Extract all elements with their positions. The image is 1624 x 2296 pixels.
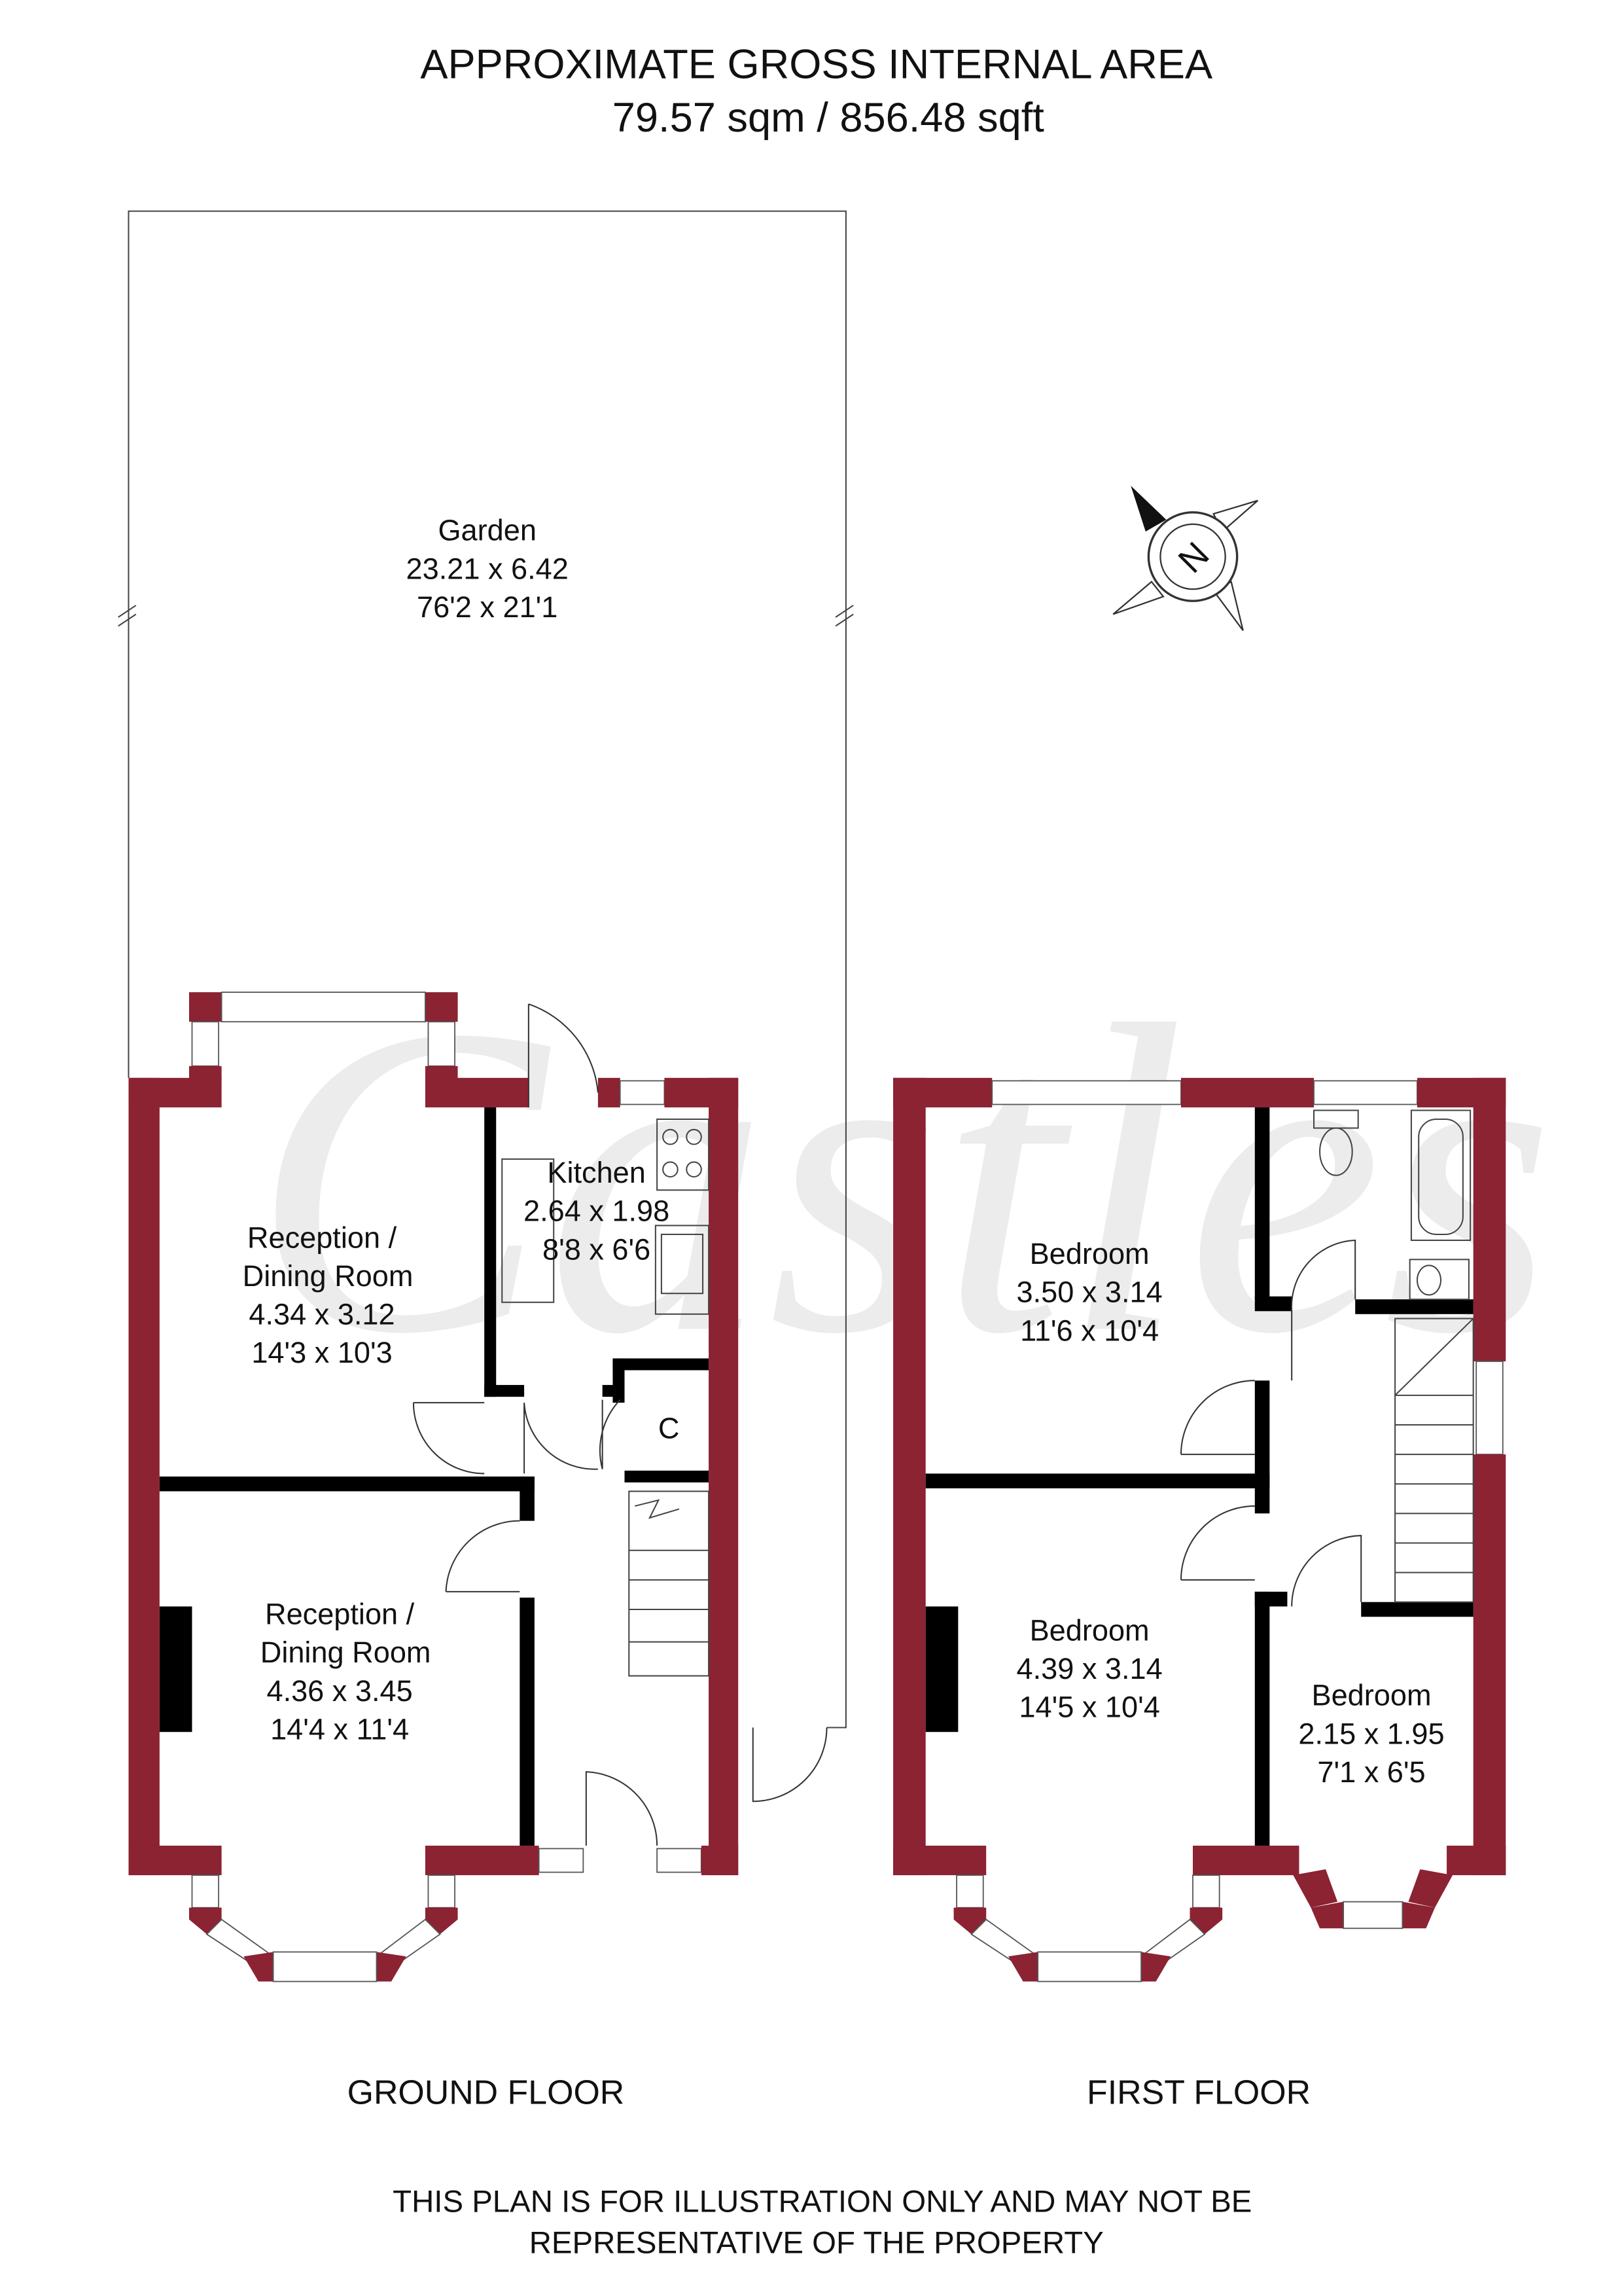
kitchen-imperial: 8'8 x 6'6 [542,1232,650,1266]
reception-2-imperial: 14'4 x 11'4 [270,1713,409,1746]
gross-area: 79.57 sqm / 856.48 sqft [612,95,1045,141]
ground-floor-label: GROUND FLOOR [347,2073,625,2111]
page-title: APPROXIMATE GROSS INTERNAL AREA [420,42,1212,88]
ground-floor-plan [128,992,828,1982]
bedroom-1-metric: 3.50 x 3.14 [1017,1276,1163,1309]
garden-name: Garden [438,514,536,547]
bedroom-1-name: Bedroom [1030,1237,1150,1270]
bedroom-3-name: Bedroom [1311,1679,1431,1712]
first-floor-label: FIRST FLOOR [1087,2073,1311,2111]
bedroom-2-name: Bedroom [1030,1613,1150,1647]
bedroom-1-imperial: 11'6 x 10'4 [1020,1314,1159,1347]
kitchen-metric: 2.64 x 1.98 [523,1194,669,1228]
garden-imperial: 76'2 x 21'1 [417,590,557,624]
reception-1-metric: 4.34 x 3.12 [249,1298,395,1331]
north-arrow-icon: N [1112,486,1259,631]
kitchen-name: Kitchen [547,1156,645,1189]
bedroom-3-imperial: 7'1 x 6'5 [1317,1755,1425,1789]
garden-metric: 23.21 x 6.42 [406,552,569,585]
bedroom-2-imperial: 14'5 x 10'4 [1019,1691,1159,1724]
reception-1-name: Reception / [247,1221,397,1254]
garden-outline [118,210,854,1729]
reception-2-name: Reception / [265,1598,415,1631]
first-floor-plan [893,1077,1506,1982]
reception-1-imperial: 14'3 x 10'3 [251,1336,392,1369]
bedroom-3-metric: 2.15 x 1.95 [1298,1717,1444,1750]
reception-2-name2: Dining Room [260,1636,431,1669]
bedroom-2-metric: 4.39 x 3.14 [1017,1652,1163,1685]
disclaimer-line-1: THIS PLAN IS FOR ILLUSTRATION ONLY AND M… [393,2184,1252,2219]
reception-1-name2: Dining Room [243,1259,414,1293]
disclaimer-line-2: REPRESENTATIVE OF THE PROPERTY [529,2226,1104,2261]
cupboard-label: C [658,1411,680,1444]
reception-2-metric: 4.36 x 3.45 [266,1674,412,1708]
